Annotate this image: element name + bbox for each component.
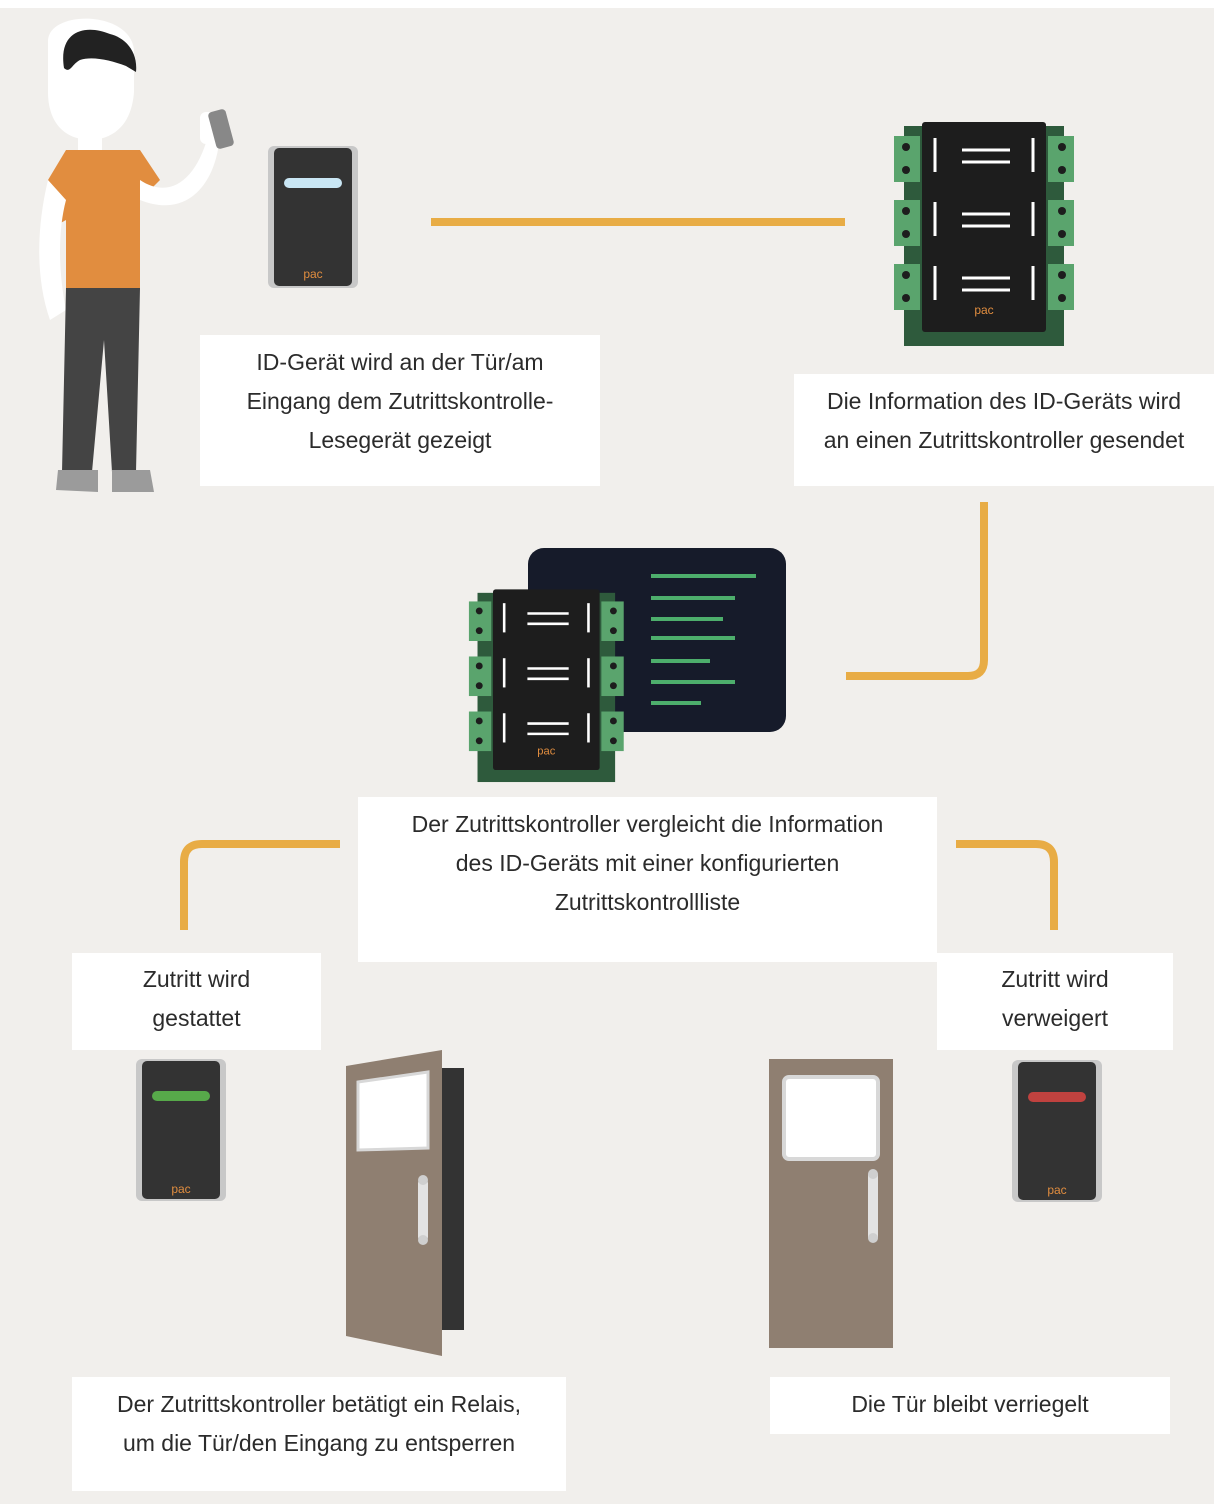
step-denied-line-2: verweigert	[1001, 1005, 1109, 1031]
step-compare-line-3: Zutrittskontrollliste	[554, 889, 741, 915]
step-reader-line-3: Lesegerät gezeigt	[308, 427, 492, 453]
step-compare-line-2: des ID-Geräts mit einer konfigurierten	[455, 850, 840, 876]
step-send-line-2: an einen Zutrittskontroller gesendet	[823, 427, 1185, 453]
card-reader-granted-icon: pac	[136, 1059, 226, 1201]
step-compare-box: Der Zutrittskontroller vergleicht die In…	[358, 797, 937, 962]
step-locked-line-1: Die Tür bleibt verriegelt	[851, 1391, 1089, 1417]
access-controller-compare-icon: pac	[467, 588, 626, 784]
closed-door-icon	[769, 1059, 893, 1348]
connector-lines	[180, 218, 1058, 930]
person-icon	[39, 18, 234, 492]
step-denied-box: Zutritt wird verweigert	[937, 953, 1173, 1050]
step-locked-box: Die Tür bleibt verriegelt	[770, 1377, 1170, 1434]
controller-brand-label: pac	[974, 303, 993, 317]
access-controller-icon: pac	[892, 120, 1076, 348]
reader-brand-label: pac	[303, 267, 322, 281]
step-send-box: Die Information des ID-Geräts wird an ei…	[794, 374, 1214, 486]
step-granted-line-1: Zutritt wird	[142, 966, 251, 992]
step-reader-box: ID-Gerät wird an der Tür/am Eingang dem …	[200, 335, 600, 486]
step-unlock-line-1: Der Zutrittskontroller betätigt ein Rela…	[117, 1391, 521, 1417]
step-send-line-1: Die Information des ID-Geräts wird	[826, 388, 1182, 414]
card-reader-denied-icon: pac	[1012, 1060, 1102, 1202]
open-door-icon	[346, 1050, 464, 1356]
step-denied-line-1: Zutritt wird	[1001, 966, 1109, 992]
step-unlock-box: Der Zutrittskontroller betätigt ein Rela…	[72, 1377, 566, 1491]
step-compare-line-1: Der Zutrittskontroller vergleicht die In…	[411, 811, 884, 837]
card-reader-icon: pac	[268, 146, 358, 288]
step-granted-box: Zutritt wird gestattet	[72, 953, 321, 1050]
step-unlock-line-2: um die Tür/den Eingang zu entsperren	[122, 1430, 516, 1456]
step-reader-line-1: ID-Gerät wird an der Tür/am	[256, 349, 544, 375]
reader-granted-brand-label: pac	[171, 1182, 190, 1196]
step-reader-line-2: Eingang dem Zutrittskontrolle-	[246, 388, 554, 414]
controller-compare-brand-label: pac	[537, 746, 555, 758]
step-granted-line-2: gestattet	[152, 1005, 241, 1031]
reader-denied-brand-label: pac	[1047, 1183, 1066, 1197]
